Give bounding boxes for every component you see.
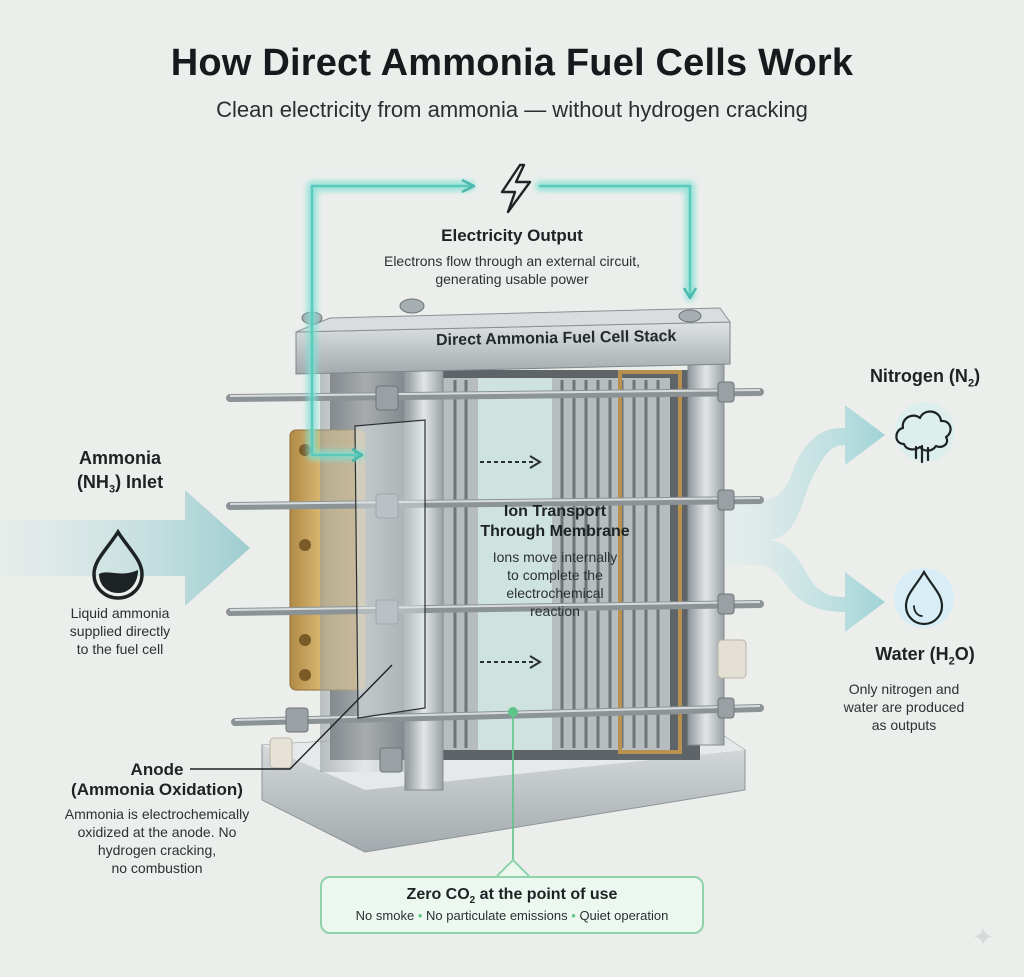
formula-subscript: 2 [948, 655, 955, 668]
formula-text: Nitrogen (N [869, 366, 968, 386]
formula-text: O) [954, 644, 975, 664]
inlet-desc-line: Liquid ammonia [70, 605, 170, 621]
formula-subscript: 2 [967, 377, 975, 390]
ion-arrows [480, 461, 535, 663]
anode-title-line: (Ammonia Oxidation) [71, 780, 243, 799]
lightning-icon [500, 163, 532, 214]
anode-desc-line: oxidized at the anode. No [77, 824, 237, 840]
page-title: How Direct Ammonia Fuel Cells Work [170, 42, 854, 84]
membrane-title: Ion Transport Through Membrane [440, 502, 670, 542]
outputs-desc-line: Only nitrogen and [848, 681, 960, 697]
anode-desc: Ammonia is electrochemically oxidized at… [40, 805, 274, 877]
formula-subscript: 2 [469, 895, 476, 907]
outputs-desc-line: water are produced [843, 699, 965, 715]
anode-leader-line [190, 664, 393, 770]
badge-items: No smoke • No particulate emissions • Qu… [322, 908, 702, 923]
ammonia-inlet-title-line1: Ammonia [78, 448, 161, 468]
formula-text: (NH [76, 472, 109, 492]
cloud-gas-icon [895, 402, 955, 464]
tie-rods [226, 388, 764, 726]
electricity-output-title: Electricity Output [441, 226, 583, 245]
badge-item: No smoke [355, 908, 415, 924]
anode-block: Anode (Ammonia Oxidation) Ammonia is ele… [40, 760, 274, 877]
anode-desc-line: no combustion [111, 860, 203, 876]
badge-item: No particulate emissions [426, 908, 568, 924]
zero-co2-badge: Zero CO2 at the point of use No smoke • … [320, 876, 704, 934]
formula-text: Water (H [875, 644, 949, 664]
droplet-half-icon [92, 528, 144, 600]
electricity-output-block: Electricity Output Electrons flow throug… [312, 226, 712, 288]
sparkle-icon: ✦ [972, 922, 994, 952]
membrane-desc-line: Ions move internally [492, 549, 618, 565]
inlet-desc-line: to the fuel cell [76, 641, 164, 657]
electricity-desc-line: Electrons flow through an external circu… [383, 253, 640, 269]
ammonia-inlet-desc: Liquid ammonia supplied directly to the … [40, 604, 200, 658]
anode-desc-line: Ammonia is electrochemically [64, 806, 250, 822]
membrane-desc-line: to complete the [507, 567, 603, 583]
outlet-flow-arrows [720, 405, 885, 632]
membrane-leader-line [496, 707, 530, 877]
badge-item: Quiet operation [579, 908, 669, 924]
water-label: Water (H2O) [830, 644, 1020, 668]
electricity-output-desc: Electrons flow through an external circu… [312, 252, 712, 288]
ammonia-inlet-title: Ammonia (NH3) Inlet [40, 446, 200, 502]
ammonia-inlet-title-line2: (NH3) Inlet [40, 470, 200, 502]
formula-text: ) [974, 366, 981, 386]
badge-separator: • [571, 908, 576, 924]
outputs-desc-line: as outputs [871, 717, 937, 733]
membrane-block: Ion Transport Through Membrane Ions move… [440, 502, 670, 620]
inlet-desc-line: supplied directly [69, 623, 171, 639]
formula-text: at the point of use [475, 886, 618, 903]
badge-separator: • [417, 908, 423, 924]
page-subtitle: Clean electricity from ammonia — without… [216, 97, 808, 122]
membrane-title-line: Ion Transport [503, 503, 607, 520]
anode-desc-line: hydrogen cracking, [97, 842, 217, 858]
formula-text: Zero CO [406, 886, 470, 903]
circuit-line [307, 181, 695, 460]
badge-title: Zero CO2 at the point of use [322, 886, 702, 906]
formula-text: ) Inlet [115, 472, 164, 492]
anode-title: Anode (Ammonia Oxidation) [40, 760, 274, 800]
membrane-desc-line: reaction [530, 603, 580, 619]
inlet-flow-arrow [0, 490, 250, 606]
anode-title-line: Anode [130, 760, 184, 779]
formula-subscript: 3 [108, 483, 116, 496]
water-drop-icon [894, 568, 954, 628]
nitrogen-label: Nitrogen (N2) [830, 366, 1020, 390]
anode-panel [354, 419, 426, 719]
membrane-desc-line: electrochemical [506, 585, 604, 601]
outputs-desc: Only nitrogen and water are produced as … [820, 680, 988, 734]
stack-plates [440, 370, 682, 754]
membrane-desc: Ions move internally to complete the ele… [440, 548, 670, 620]
ammonia-inlet-block: Ammonia (NH3) Inlet [40, 446, 200, 502]
electricity-desc-line: generating usable power [435, 271, 589, 287]
membrane-title-line: Through Membrane [480, 523, 630, 540]
